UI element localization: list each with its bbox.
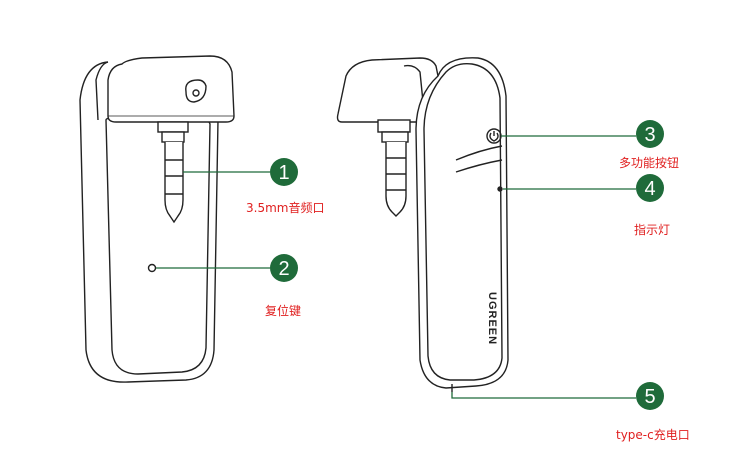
logo-icon: [185, 79, 207, 103]
label-audio-port: 3.5mm音频口: [246, 201, 325, 215]
badge-4: 4: [636, 174, 664, 202]
badge-5-number: 5: [644, 386, 655, 408]
audio-jack: [157, 121, 189, 224]
left-device: [79, 55, 235, 383]
label-reset-key: 复位键: [265, 304, 302, 318]
right-device-cap: [336, 57, 439, 123]
left-device-cap: [107, 55, 235, 123]
leader-lines: [156, 135, 636, 399]
badge-1-number: 1: [278, 162, 289, 184]
audio-jack-rear: [377, 119, 411, 217]
indicator-led: [497, 186, 503, 192]
right-device-body: [415, 57, 509, 389]
label-type-c-port: type-c充电口: [616, 428, 690, 442]
right-device: UGREEN: [336, 57, 509, 392]
badge-2: 2: [270, 254, 298, 282]
brand-logo: UGREEN: [486, 292, 498, 345]
label-indicator-light: 指示灯: [634, 223, 671, 237]
reset-pinhole: [147, 263, 157, 273]
badge-3: 3: [636, 120, 664, 148]
badge-3-number: 3: [644, 124, 655, 146]
leader-5: [451, 392, 636, 399]
left-device-body: [79, 61, 219, 383]
badge-4-number: 4: [644, 178, 655, 200]
badge-5: 5: [636, 382, 664, 410]
label-multifunction-button: 多功能按钮: [619, 156, 680, 170]
badge-2-number: 2: [278, 258, 289, 280]
badge-1: 1: [270, 158, 298, 186]
